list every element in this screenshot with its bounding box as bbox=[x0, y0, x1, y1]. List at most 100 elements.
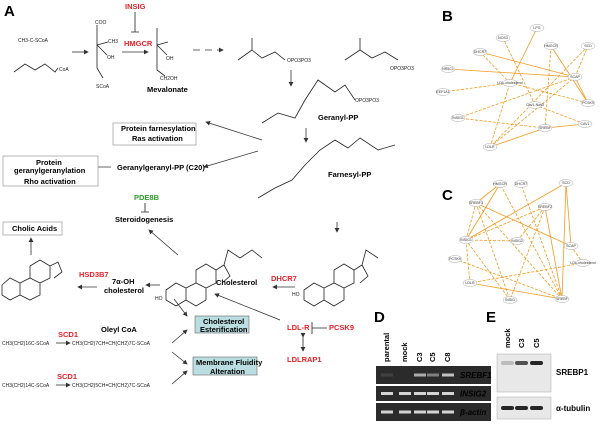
pp-text: OPO3PO3 bbox=[390, 66, 414, 72]
network-edge bbox=[442, 81, 511, 93]
network-node-label: LDL-cholesterol bbox=[497, 81, 522, 85]
gel-band bbox=[442, 373, 454, 377]
geranyl-pp-structure bbox=[261, 79, 356, 124]
steroidogenesis-label: Steroidogenesis bbox=[115, 215, 173, 224]
network-edge bbox=[489, 45, 589, 148]
gel-band bbox=[414, 373, 426, 377]
network-edge bbox=[465, 183, 501, 241]
network-edge bbox=[447, 68, 576, 79]
network-edge bbox=[574, 45, 589, 78]
network-node-label: SCAP bbox=[570, 75, 580, 79]
network-edge bbox=[475, 183, 501, 204]
ggpp-label: Geranylgeranyl-PP (C20) bbox=[117, 163, 205, 172]
gel-band bbox=[381, 392, 393, 395]
cholic-acids-box bbox=[2, 221, 63, 236]
coo-text: COO bbox=[95, 20, 107, 26]
blot-band bbox=[515, 361, 528, 365]
pde8b-label: PDE8B bbox=[134, 193, 160, 202]
blot-row-label: SREBP1 bbox=[556, 368, 589, 377]
hsd3b7-label: HSD3B7 bbox=[79, 270, 109, 279]
network-node-label: INSIG2 bbox=[511, 239, 523, 243]
arrow bbox=[205, 120, 263, 141]
network-node bbox=[472, 48, 488, 56]
ipp-structure bbox=[237, 38, 286, 61]
ldlr-label: LDL-R bbox=[287, 323, 310, 332]
network-node bbox=[537, 124, 553, 132]
network-edge bbox=[454, 258, 563, 300]
network-node-label: DHCR7 bbox=[474, 50, 486, 54]
palmitoyl-coa: CH3(CH2)14C-SCoA bbox=[2, 383, 50, 389]
coa-text: CoA bbox=[59, 67, 69, 73]
network-node bbox=[558, 179, 574, 187]
network-node bbox=[575, 259, 591, 267]
ch3-text: CH3 bbox=[108, 39, 118, 45]
scd1-label: SCD1 bbox=[58, 330, 78, 339]
gel-band bbox=[381, 410, 393, 414]
network-node bbox=[509, 237, 525, 245]
ch2oh-text: CH2OH bbox=[160, 76, 178, 82]
network-node-label: SREBF2 bbox=[538, 205, 552, 209]
network-edge bbox=[544, 206, 564, 300]
network-node-label: Cav1-Nos3 bbox=[526, 103, 544, 107]
acetoacetyl-coa-structure bbox=[13, 63, 59, 73]
network-edge bbox=[520, 183, 563, 300]
network-node bbox=[450, 114, 466, 122]
network-edge bbox=[475, 202, 511, 301]
network-node-label: LDLR bbox=[465, 281, 475, 285]
network-node bbox=[563, 242, 579, 250]
inhibition-bar bbox=[311, 322, 327, 334]
network-node-label: SREBF bbox=[556, 297, 569, 301]
oleyl-coa-label: Oleyl CoA bbox=[101, 325, 137, 334]
network-edge bbox=[574, 76, 589, 104]
network-edge bbox=[465, 202, 478, 241]
mevalonate-structure bbox=[156, 28, 169, 77]
dehydrocholesterol-structure bbox=[303, 249, 379, 307]
arrow bbox=[173, 298, 188, 317]
box-text: Protein bbox=[36, 158, 62, 167]
network-node bbox=[502, 79, 518, 87]
network-node bbox=[495, 34, 511, 42]
farnesylation-box bbox=[112, 122, 197, 146]
gel-row-label: SREBF1 bbox=[460, 371, 492, 380]
panel-label-c: C bbox=[442, 187, 453, 204]
inhibition-bar bbox=[131, 12, 139, 33]
panel-label-b: B bbox=[442, 8, 453, 25]
ras-activation-text: Ras activation bbox=[132, 134, 183, 143]
pp-text: OPO3PO3 bbox=[287, 58, 311, 64]
network-node-label: LDL-cholesterol bbox=[570, 261, 595, 265]
network-node-label: SCAP bbox=[566, 244, 576, 248]
network-edge bbox=[475, 202, 572, 247]
network-edge bbox=[465, 239, 472, 284]
network-edge bbox=[509, 206, 546, 301]
gel-band bbox=[414, 392, 426, 395]
network-edge bbox=[489, 127, 546, 148]
network-node bbox=[447, 255, 463, 263]
network-node-label: LDLR bbox=[485, 145, 495, 149]
lane-label: C5 bbox=[532, 338, 541, 348]
network-edge bbox=[489, 82, 511, 148]
network-node-label: INSIG1 bbox=[452, 116, 464, 120]
ldlrap1-label: LDLRAP1 bbox=[287, 355, 322, 364]
arrow bbox=[171, 329, 188, 344]
network-node-label: SREBF1 bbox=[469, 201, 483, 205]
blot-strip bbox=[496, 353, 552, 393]
gel-band bbox=[427, 410, 439, 414]
gel-row-label: INSIG2 bbox=[460, 390, 487, 399]
network-node-label: SCD bbox=[562, 181, 570, 185]
arrow bbox=[171, 370, 188, 385]
panel-label-a: A bbox=[4, 3, 15, 20]
network-node-label: INSIG1 bbox=[460, 238, 472, 242]
gel-band bbox=[427, 373, 439, 377]
network-node-label: PCSK9 bbox=[582, 101, 594, 105]
inhibition-bar bbox=[141, 203, 149, 213]
oleoyl-coa: CH3(CH2)7CH=CH(CH2)7C-SCoA bbox=[72, 341, 151, 347]
network-edge bbox=[469, 282, 563, 301]
network-edge bbox=[469, 262, 584, 285]
network-node bbox=[529, 24, 545, 32]
network-node-label: SREBF bbox=[539, 126, 552, 130]
network-edge bbox=[534, 104, 586, 125]
